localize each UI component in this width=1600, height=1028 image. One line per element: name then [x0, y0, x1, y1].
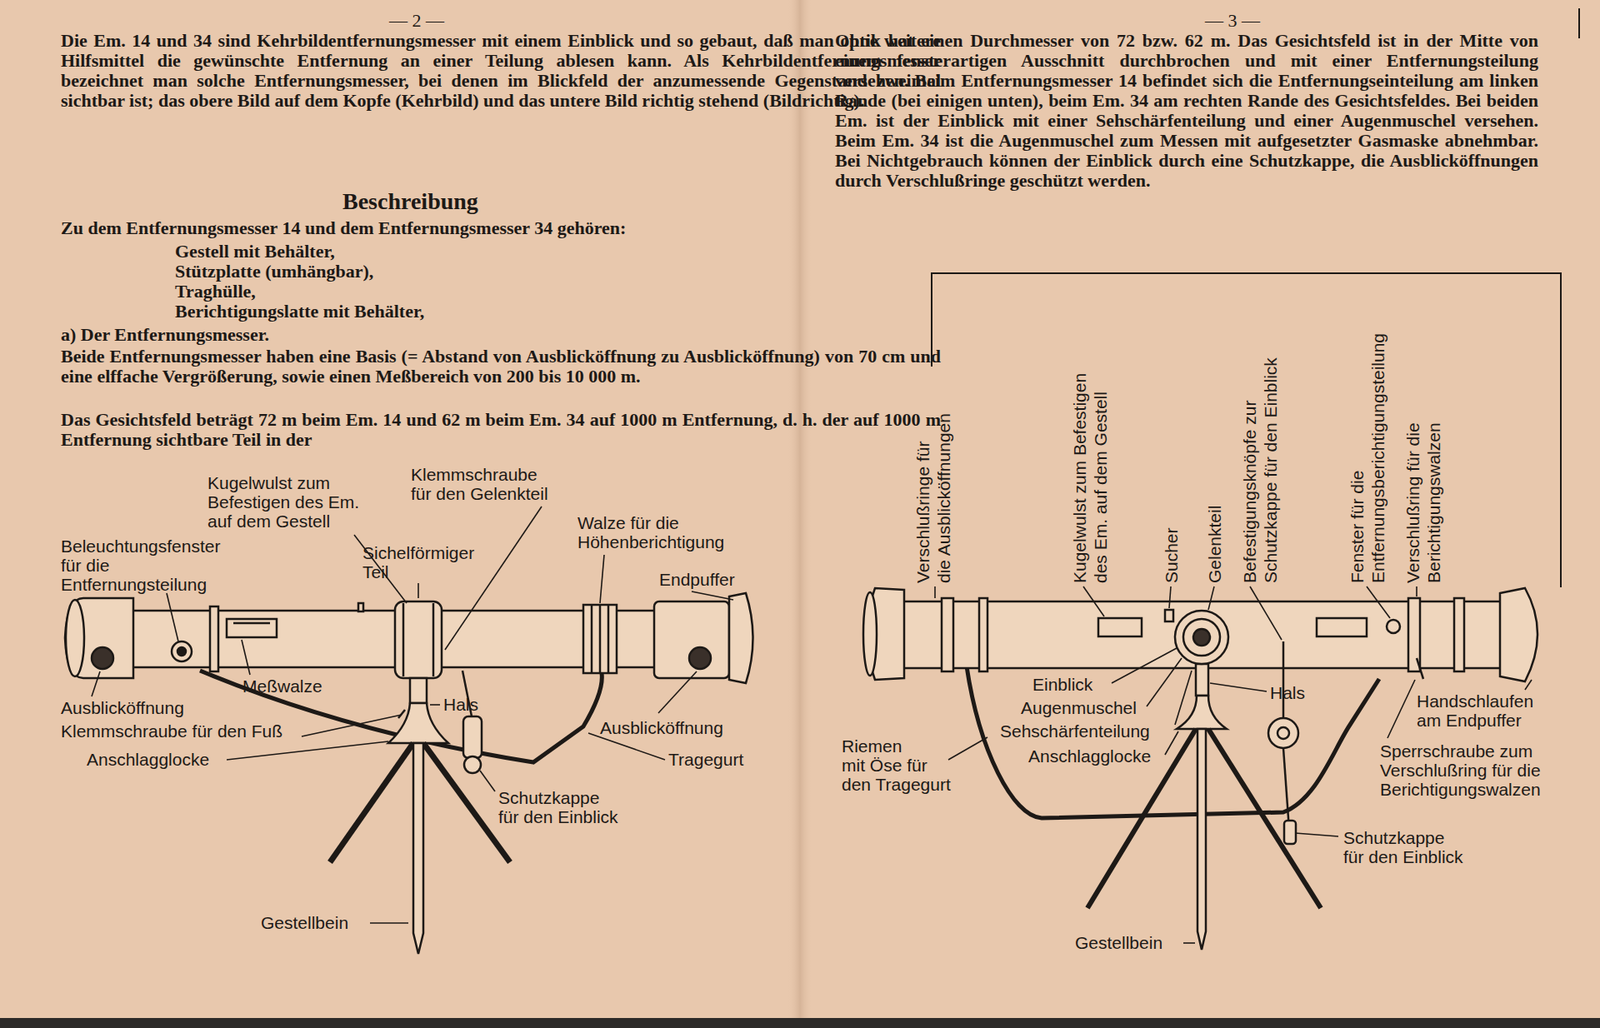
part-label: Anschlagglocke — [1028, 746, 1151, 766]
part-label: Augenmuschel — [1020, 698, 1137, 718]
part-label: Klemmschraube für den Fuß — [60, 721, 283, 741]
part-label: Sichelförmiger Teil — [362, 543, 475, 582]
part-label: Ausblicköffnung — [600, 718, 724, 738]
body-text: Optik hat einen Durchmesser von 72 bzw. … — [835, 30, 1539, 191]
part-label: Klemmschraube für den Gelenkteil — [410, 465, 549, 504]
part-label: Befestigungsknöpfe zur Schutzkappe für d… — [1239, 357, 1281, 584]
part-label: Hals — [443, 695, 479, 715]
edge-mark — [1578, 8, 1580, 39]
part-label: Gestellbein — [260, 913, 349, 933]
part-label: Hals — [1270, 683, 1305, 703]
part-label: Gestellbein — [1075, 933, 1163, 953]
part-label: Schutzkappe für den Einblick — [1343, 828, 1464, 867]
list-item: Berichtigungslatte mit Behälter, — [175, 301, 425, 322]
section-heading: Beschreibung — [342, 188, 479, 215]
part-label: Kugelwulst zum Befestigen des Em. auf de… — [1069, 373, 1111, 584]
part-label: Fenster für die Entfernungsberichtigungs… — [1346, 333, 1389, 584]
leader-lines — [91, 506, 734, 924]
body-text: Zu dem Entfernungsmesser 14 und dem Entf… — [60, 218, 626, 239]
part-label: Sucher — [1160, 527, 1182, 584]
body-text: Beide Entfernungsmesser haben eine Basis… — [60, 346, 941, 387]
part-label: Verschlußring für die Berichtigungswalze… — [1402, 422, 1445, 584]
part-label: Walze für die Höhenberichtigung — [577, 513, 725, 552]
body-text: Die Em. 14 und 34 sind Kehrbildentfernun… — [60, 30, 941, 111]
scan-edge — [0, 1018, 1600, 1028]
part-label: Tragegurt — [668, 750, 744, 770]
part-label: Kugelwulst zum Befestigen des Em. auf de… — [207, 473, 360, 531]
rangefinder-14 — [65, 593, 754, 955]
part-label: Gelenkteil — [1204, 505, 1225, 584]
sub-heading: a) Der Entfernungsmesser. — [60, 325, 270, 345]
list-item: Traghülle, — [175, 281, 256, 302]
part-label: Anschlagglocke — [86, 750, 210, 770]
part-label: Schutzkappe für den Einblick — [498, 788, 619, 827]
page-number: — 2 — — [389, 10, 445, 32]
page-fold — [787, 0, 813, 1019]
part-label: Meßwalze — [242, 676, 323, 696]
list-item: Stützplatte (umhängbar), — [175, 261, 374, 282]
part-label: Verschlußringe für die Ausblicköffnungen — [912, 413, 955, 584]
part-label: Handschlaufen am Endpuffer — [1416, 691, 1534, 730]
list-item: Gestell mit Behälter, — [175, 241, 335, 262]
part-label: Sehschärfenteilung — [1000, 721, 1150, 741]
part-label: Ausblicköffnung — [60, 698, 185, 718]
bracket — [931, 273, 1561, 588]
part-label: Beleuchtungsfenster für die Entfernungst… — [60, 536, 220, 595]
part-label: Endpuffer — [659, 570, 735, 590]
part-label: Sperrschraube zum Verschlußring für die … — [1380, 741, 1541, 800]
part-label: Einblick — [1032, 675, 1093, 695]
body-text: Das Gesichtsfeld beträgt 72 m beim Em. 1… — [60, 410, 941, 450]
page-number: — 3 — — [1205, 10, 1260, 32]
part-label: Riemen mit Öse für den Tragegurt — [841, 736, 951, 795]
